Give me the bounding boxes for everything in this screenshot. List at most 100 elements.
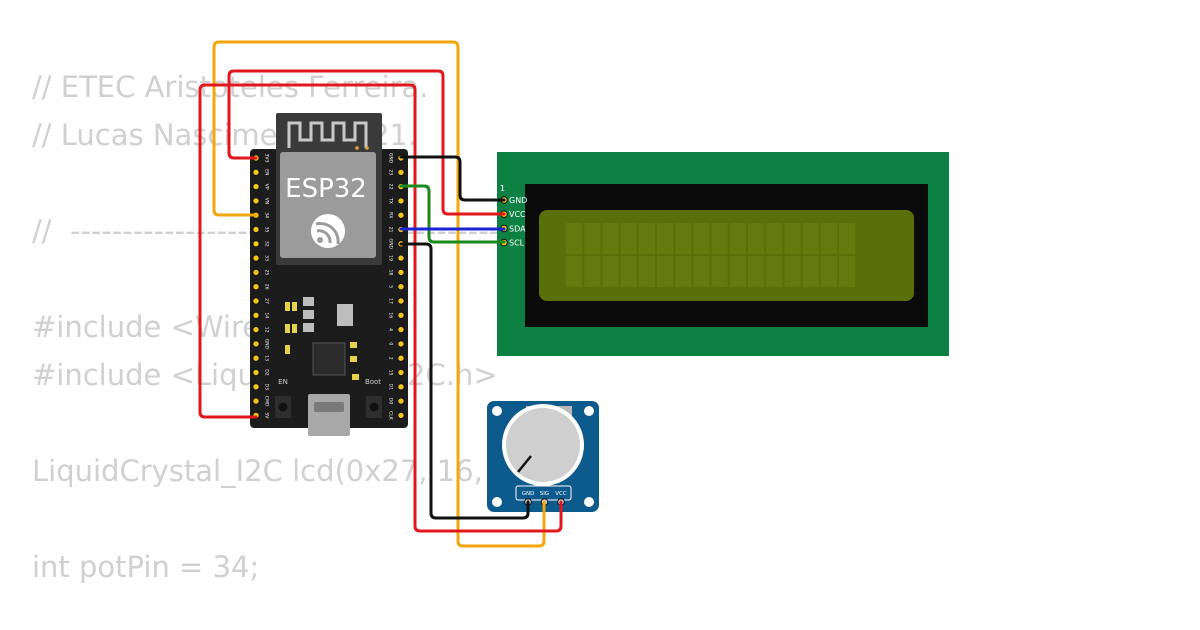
lcd-char-cell [802, 256, 819, 287]
esp32-left-pin[interactable] [252, 325, 260, 334]
antenna-trace-icon [287, 121, 368, 148]
esp32-right-pin-label: 15 [388, 370, 394, 376]
code-line: #include <Wire.h> [32, 310, 313, 344]
esp32-left-pin-label: 5V [264, 412, 270, 419]
esp32-left-pin[interactable] [252, 340, 260, 348]
wire-black-gnd-pot[interactable] [399, 242, 530, 520]
lcd-char-cell [748, 223, 765, 254]
esp32-left-pin[interactable] [252, 168, 260, 177]
mounting-hole [492, 406, 502, 416]
smd-component [350, 356, 357, 362]
esp32-right-pin[interactable] [397, 197, 405, 205]
wire-black-gnd-lcd[interactable] [399, 155, 506, 202]
esp32-right-pin-label: D0 [388, 398, 394, 405]
lcd-char-cell [748, 256, 765, 287]
esp32-right-pin[interactable] [397, 211, 405, 219]
pot-indicator [517, 455, 532, 473]
smd-component [352, 374, 359, 380]
esp32-left-pin-label: 32 [264, 241, 270, 247]
esp32-right-pin-label: 18 [388, 269, 394, 275]
esp32-left-pin[interactable] [252, 354, 260, 362]
esp32-right-pin[interactable] [397, 283, 405, 291]
lcd-char-cell [675, 223, 692, 254]
esp32-left-pin[interactable] [252, 268, 260, 277]
esp32-left-pin[interactable] [252, 197, 260, 205]
esp32-left-pin[interactable] [252, 368, 260, 377]
pot-pin-label: SIG [540, 491, 549, 497]
lcd-pin-label: VCC [509, 210, 526, 219]
esp32-left-pin-label: 33 [264, 255, 270, 261]
esp32-right-pin[interactable] [397, 368, 405, 377]
esp32-left-pin[interactable] [252, 397, 260, 405]
wire-orange-sig[interactable] [212, 40, 546, 548]
en-button-cap [278, 402, 288, 412]
esp32-left-pin-label: VN [264, 198, 270, 205]
esp32-left-pin-label: 26 [264, 284, 270, 290]
mounting-hole [584, 497, 594, 507]
lcd-char-cell [839, 223, 856, 254]
lcd-char-cell [566, 223, 583, 254]
lcd-char-cell [602, 256, 619, 287]
esp32-left-pin[interactable] [252, 254, 260, 262]
esp32-right-pin-label: 0 [388, 342, 394, 345]
lcd-char-cell [784, 223, 801, 254]
esp32-right-pin[interactable] [397, 311, 405, 319]
esp32-right-pin[interactable] [397, 340, 405, 348]
esp32-left-pin[interactable] [252, 311, 260, 319]
lcd-char-cell [620, 256, 637, 287]
esp32-right-pin-label: GND [388, 153, 394, 164]
esp32-right-pin[interactable] [397, 297, 405, 305]
pot-knob[interactable] [506, 408, 580, 482]
esp32-right-pin[interactable] [397, 168, 405, 177]
wire-red-vcc-lcd[interactable] [227, 69, 506, 216]
esp32-right-pin-label: 16 [388, 312, 394, 318]
lcd-char-cell [602, 223, 619, 254]
lcd-char-cell [638, 256, 655, 287]
esp32-right-pin[interactable] [397, 254, 405, 262]
esp32-left-pin[interactable] [252, 283, 260, 291]
esp32-right-pin-label: RX [388, 212, 394, 218]
lcd-char-cell [675, 256, 692, 287]
esp32-right-pin[interactable] [397, 354, 405, 362]
lcd-char-cell [693, 256, 710, 287]
esp32-left-pin-label: 34 [264, 212, 270, 218]
esp32-pin-headers: 3V3ENVPVN343532332526271412GND13D2D3CMD5… [252, 153, 405, 421]
lcd-char-cell [711, 256, 728, 287]
antenna-pad [365, 146, 369, 150]
esp32-right-pin[interactable] [397, 397, 405, 405]
lcd-char-cell [638, 223, 655, 254]
boot-label: Boot [365, 378, 381, 386]
esp32-right-pin[interactable] [397, 325, 405, 334]
smd-component [303, 310, 314, 319]
wires [198, 40, 563, 548]
esp32-left-pin[interactable] [252, 182, 260, 191]
esp32-left-pin-label: CMD [264, 396, 270, 407]
esp32-left-pin[interactable] [252, 240, 260, 248]
lcd-char-cell [729, 256, 746, 287]
esp32-right-pin[interactable] [397, 383, 405, 391]
smd-component [303, 323, 314, 332]
esp32-right-pin[interactable] [397, 411, 405, 420]
voltage-regulator [337, 304, 353, 326]
lcd-char-cell [820, 223, 837, 254]
lcd-char-cell [711, 223, 728, 254]
esp32-right-pin-label: CLK [388, 411, 394, 421]
esp32-left-pin-label: 25 [264, 269, 270, 275]
esp32-right-pin-label: 17 [388, 298, 394, 304]
esp32-left-pin[interactable] [252, 383, 260, 391]
micro-usb-connector[interactable] [308, 394, 350, 436]
mounting-hole [584, 406, 594, 416]
esp32-left-pin-label: D2 [264, 369, 270, 376]
wire-red-vcc-pot[interactable] [198, 83, 563, 533]
esp32-right-pin[interactable] [397, 268, 405, 277]
lcd-char-cell [729, 223, 746, 254]
esp32-left-pin[interactable] [252, 225, 260, 234]
espressif-logo-icon [311, 214, 345, 248]
smd-led [285, 345, 290, 354]
esp32-left-pin[interactable] [252, 297, 260, 305]
wire-green-scl[interactable] [399, 184, 506, 244]
